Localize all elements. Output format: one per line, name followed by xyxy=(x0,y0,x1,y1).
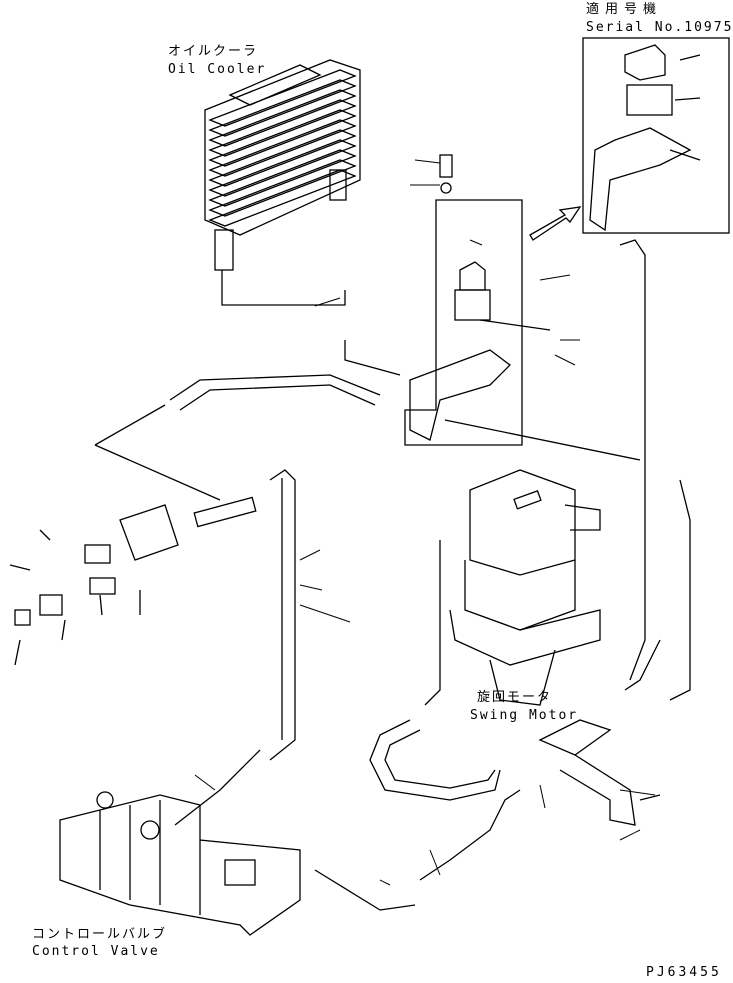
control-valve xyxy=(59,791,301,936)
oil-cooler xyxy=(204,59,361,306)
cooler-fin xyxy=(208,99,357,157)
cooler-fin xyxy=(208,109,357,167)
cooler-fin xyxy=(208,149,357,207)
cooler-fin xyxy=(208,119,357,177)
hose-lines xyxy=(94,239,691,911)
cooler-fin xyxy=(208,69,357,127)
inset-bracket-assembly xyxy=(589,44,701,232)
direction-arrow xyxy=(529,206,582,241)
cooler-fin xyxy=(208,129,357,187)
serial-inset-frame xyxy=(582,37,730,234)
swing-motor-label-en: Swing Motor xyxy=(470,708,579,723)
valve-bracket xyxy=(409,154,511,441)
oil-cooler-label-en: Oil Cooler xyxy=(168,62,267,77)
control-valve-label-jp: コントロールバルブ xyxy=(32,927,168,942)
cooler-fin xyxy=(208,169,357,227)
cooler-fin xyxy=(208,89,357,147)
cooler-fin xyxy=(208,159,357,217)
bracket-frame xyxy=(404,199,523,446)
swing-motor-label-jp: 旋回モータ xyxy=(477,690,553,705)
cooler-fin xyxy=(208,139,357,197)
leader-lines xyxy=(194,159,656,886)
oil-cooler-label-jp: オイルクーラ xyxy=(168,44,259,59)
swing-motor xyxy=(449,469,601,706)
bottom-right-bracket xyxy=(538,719,661,826)
serial-label-jp: 適用号機 xyxy=(586,2,663,17)
cooler-fin xyxy=(208,79,357,137)
fitting-plate xyxy=(9,496,257,666)
control-valve-label-en: Control Valve xyxy=(32,944,160,959)
drawing-code: PJ63455 xyxy=(646,965,722,980)
serial-label-en: Serial No.10975~ xyxy=(586,20,733,35)
